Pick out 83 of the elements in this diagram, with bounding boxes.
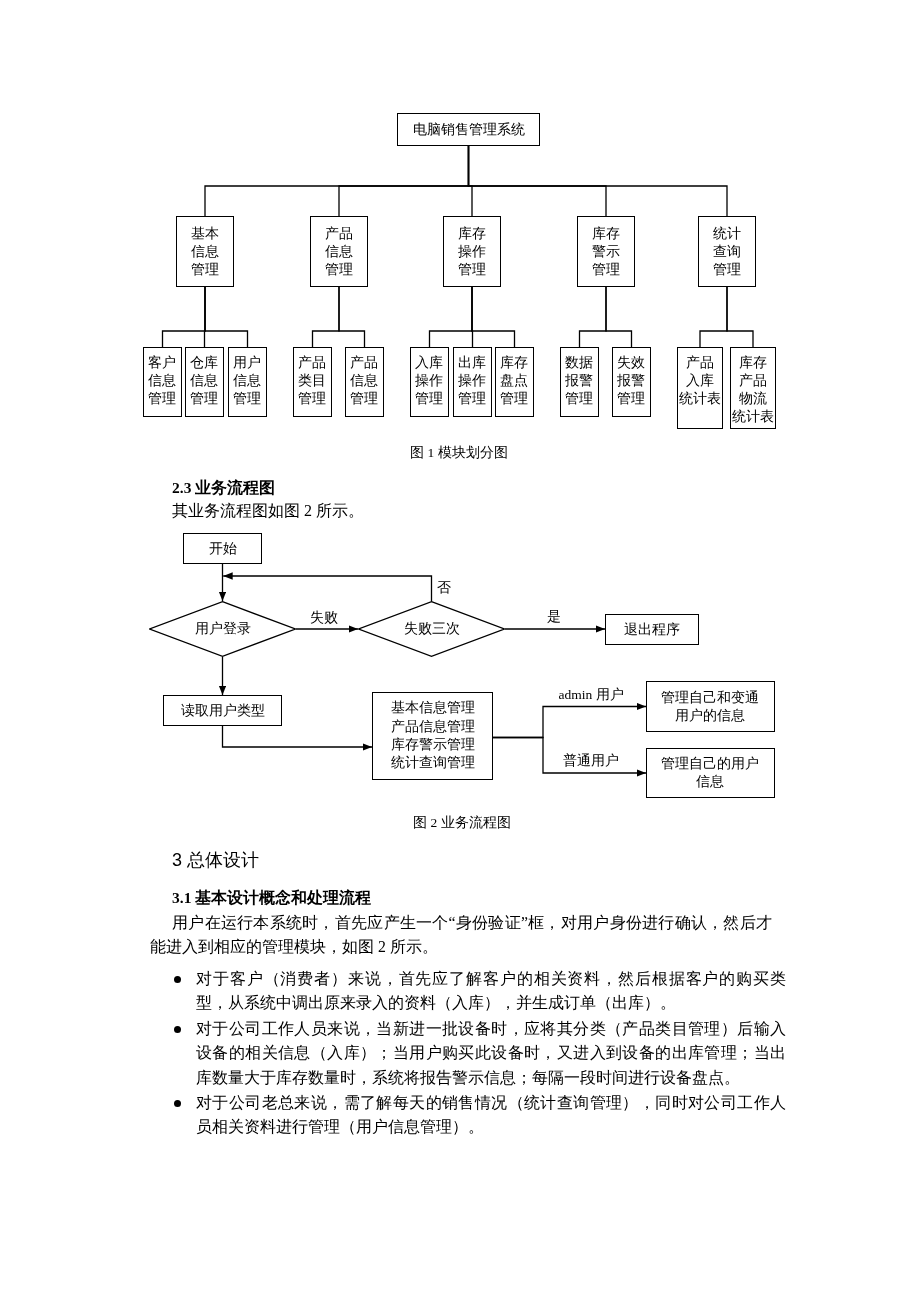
module-name: 数据报警管理 [564,354,595,408]
decision-text: 用户登录 [194,620,251,638]
step-text: 管理自己和变通用户的信息 [660,688,761,725]
connector-line [204,286,249,348]
module-box [495,347,534,417]
step-text: 管理自己的用户信息 [660,755,761,791]
connector-line [726,286,754,348]
module-name: 电脑销售管理系统 [412,120,525,139]
process-box [646,748,775,798]
arrow [504,625,606,633]
arrow [218,656,227,696]
process-box [646,681,775,732]
step-text: 基本信息管理 [390,699,475,718]
module-name: 入库操作管理 [414,354,445,408]
figure-caption: 图 2 业务流程图 [413,814,511,832]
decision-diamond [149,601,296,657]
connector-line [467,145,728,217]
paragraph: 用户在运行本系统时，首先应产生一个“身份验证”框，对用户身份进行确认，然后才能进入到相应的管理模块，如图 2 所示。 [150,913,772,958]
step-text: 统计查询管理 [390,754,475,773]
module-box [698,216,756,287]
figure-caption: 图 1 模块划分图 [410,444,508,462]
module-name: 库存产品物流统计表 [732,354,774,426]
module-name: 库存警示管理 [591,224,621,279]
step-text: 产品信息管理 [390,717,475,736]
process-box [372,692,493,780]
process-box [163,695,282,726]
arrow [295,625,359,633]
module-name: 仓库信息管理 [189,354,220,408]
module-name: 产品信息管理 [349,354,380,408]
module-box [410,347,449,417]
process-box [183,533,262,564]
module-box [293,347,332,417]
module-name: 客户信息管理 [147,354,178,408]
section-heading: 3 总体设计 [172,849,259,871]
module-name: 产品入库统计表 [679,354,721,408]
module-box [185,347,224,417]
module-name: 用户信息管理 [232,354,263,408]
step-text: 读取用户类型 [180,701,265,720]
module-box [443,216,501,287]
module-box [345,347,384,417]
edge-label: 是 [545,607,563,625]
connector-line [605,286,633,348]
arrow [221,725,373,751]
module-box [677,347,723,429]
module-name: 产品类目管理 [297,354,328,408]
module-box [310,216,368,287]
list-item-text: 对于客户（消费者）来说，首先应了解客户的相关资料，然后根据客户的购买类型，从系统中调出原来录入的资料（入库），并生成订单（出库）。 [196,969,786,1014]
edge-label: admin 用户 [556,685,626,703]
decision-diamond [358,601,505,657]
module-name: 库存盘点管理 [499,354,530,408]
module-name: 出库操作管理 [457,354,488,408]
step-text: 库存警示管理 [390,736,475,754]
module-name: 产品信息管理 [324,224,354,279]
module-box [143,347,182,417]
arrow [218,563,227,602]
module-name: 库存操作管理 [457,224,487,279]
module-name: 基本信息管理 [190,224,220,279]
paragraph: 其业务流程图如图 2 所示。 [172,501,364,521]
module-box [612,347,651,417]
arrow [222,572,433,602]
connector-line [471,286,516,348]
section-heading: 2.3 业务流程图 [172,478,276,498]
module-name: 统计查询管理 [712,224,742,279]
step-text: 开始 [208,539,237,558]
module-box [453,347,492,417]
module-box [397,113,540,146]
module-box [176,216,234,287]
module-name: 失效报警管理 [616,354,647,408]
module-box [577,216,635,287]
decision-text: 失败三次 [403,620,460,638]
edge-label: 否 [435,578,453,596]
connector-line [338,286,366,348]
edge-label: 失败 [308,608,340,626]
arrow [492,736,647,777]
list-item-text: 对于公司老总来说，需了解每天的销售情况（统计查询管理），同时对公司工作人员相关资料进行管理（用户信息管理）。 [196,1093,786,1138]
module-box [730,347,776,429]
section-heading: 3.1 基本设计概念和处理流程 [172,888,372,908]
module-box [228,347,267,417]
module-box [560,347,599,417]
step-text: 退出程序 [624,620,680,639]
list-item-text: 对于公司工作人员来说，当新进一批设备时，应将其分类（产品类目管理）后输入设备的相关信息（入库）；当用户购买此设备时，又进入到设备的出库管理；当出库数量大于库存数量时，系统将报告警示信息；每隔一段时间进行设备盘点。 [196,1019,786,1088]
edge-label: 普通用户 [561,751,621,769]
process-box [605,614,699,645]
